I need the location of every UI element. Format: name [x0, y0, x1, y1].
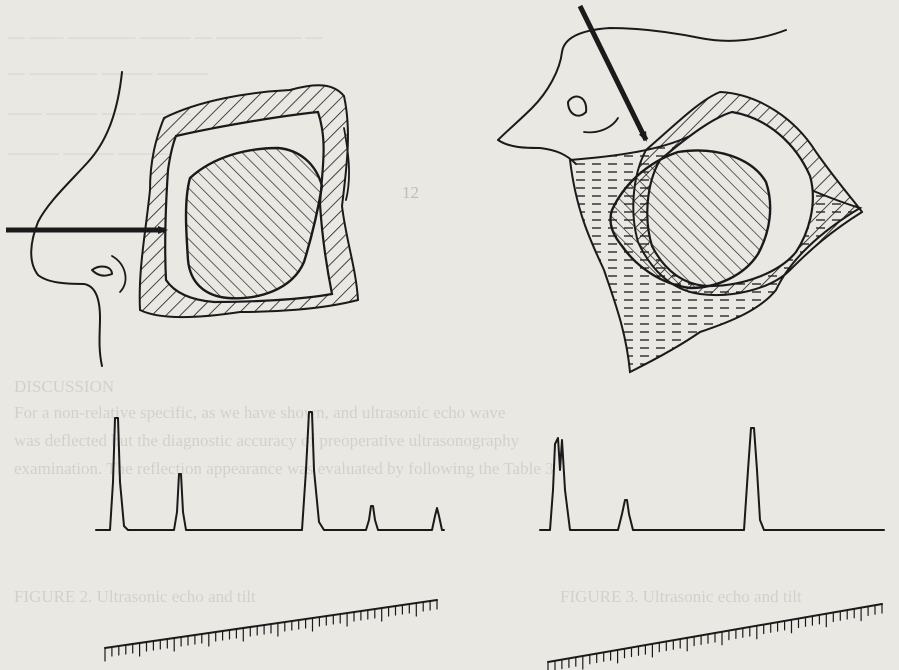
right-echo-trace: [540, 428, 884, 530]
right-nostril: [568, 97, 586, 116]
figure-number: 12: [402, 183, 419, 202]
left-face-profile: [31, 72, 122, 366]
left-nostril: [92, 267, 112, 276]
left-time-scale: [105, 600, 437, 661]
left-nose-wing: [112, 256, 126, 292]
right-nose-wing: [584, 118, 618, 132]
right-arrow: [580, 6, 646, 140]
right-time-scale: [548, 604, 882, 670]
left-echo-trace: [96, 412, 444, 530]
